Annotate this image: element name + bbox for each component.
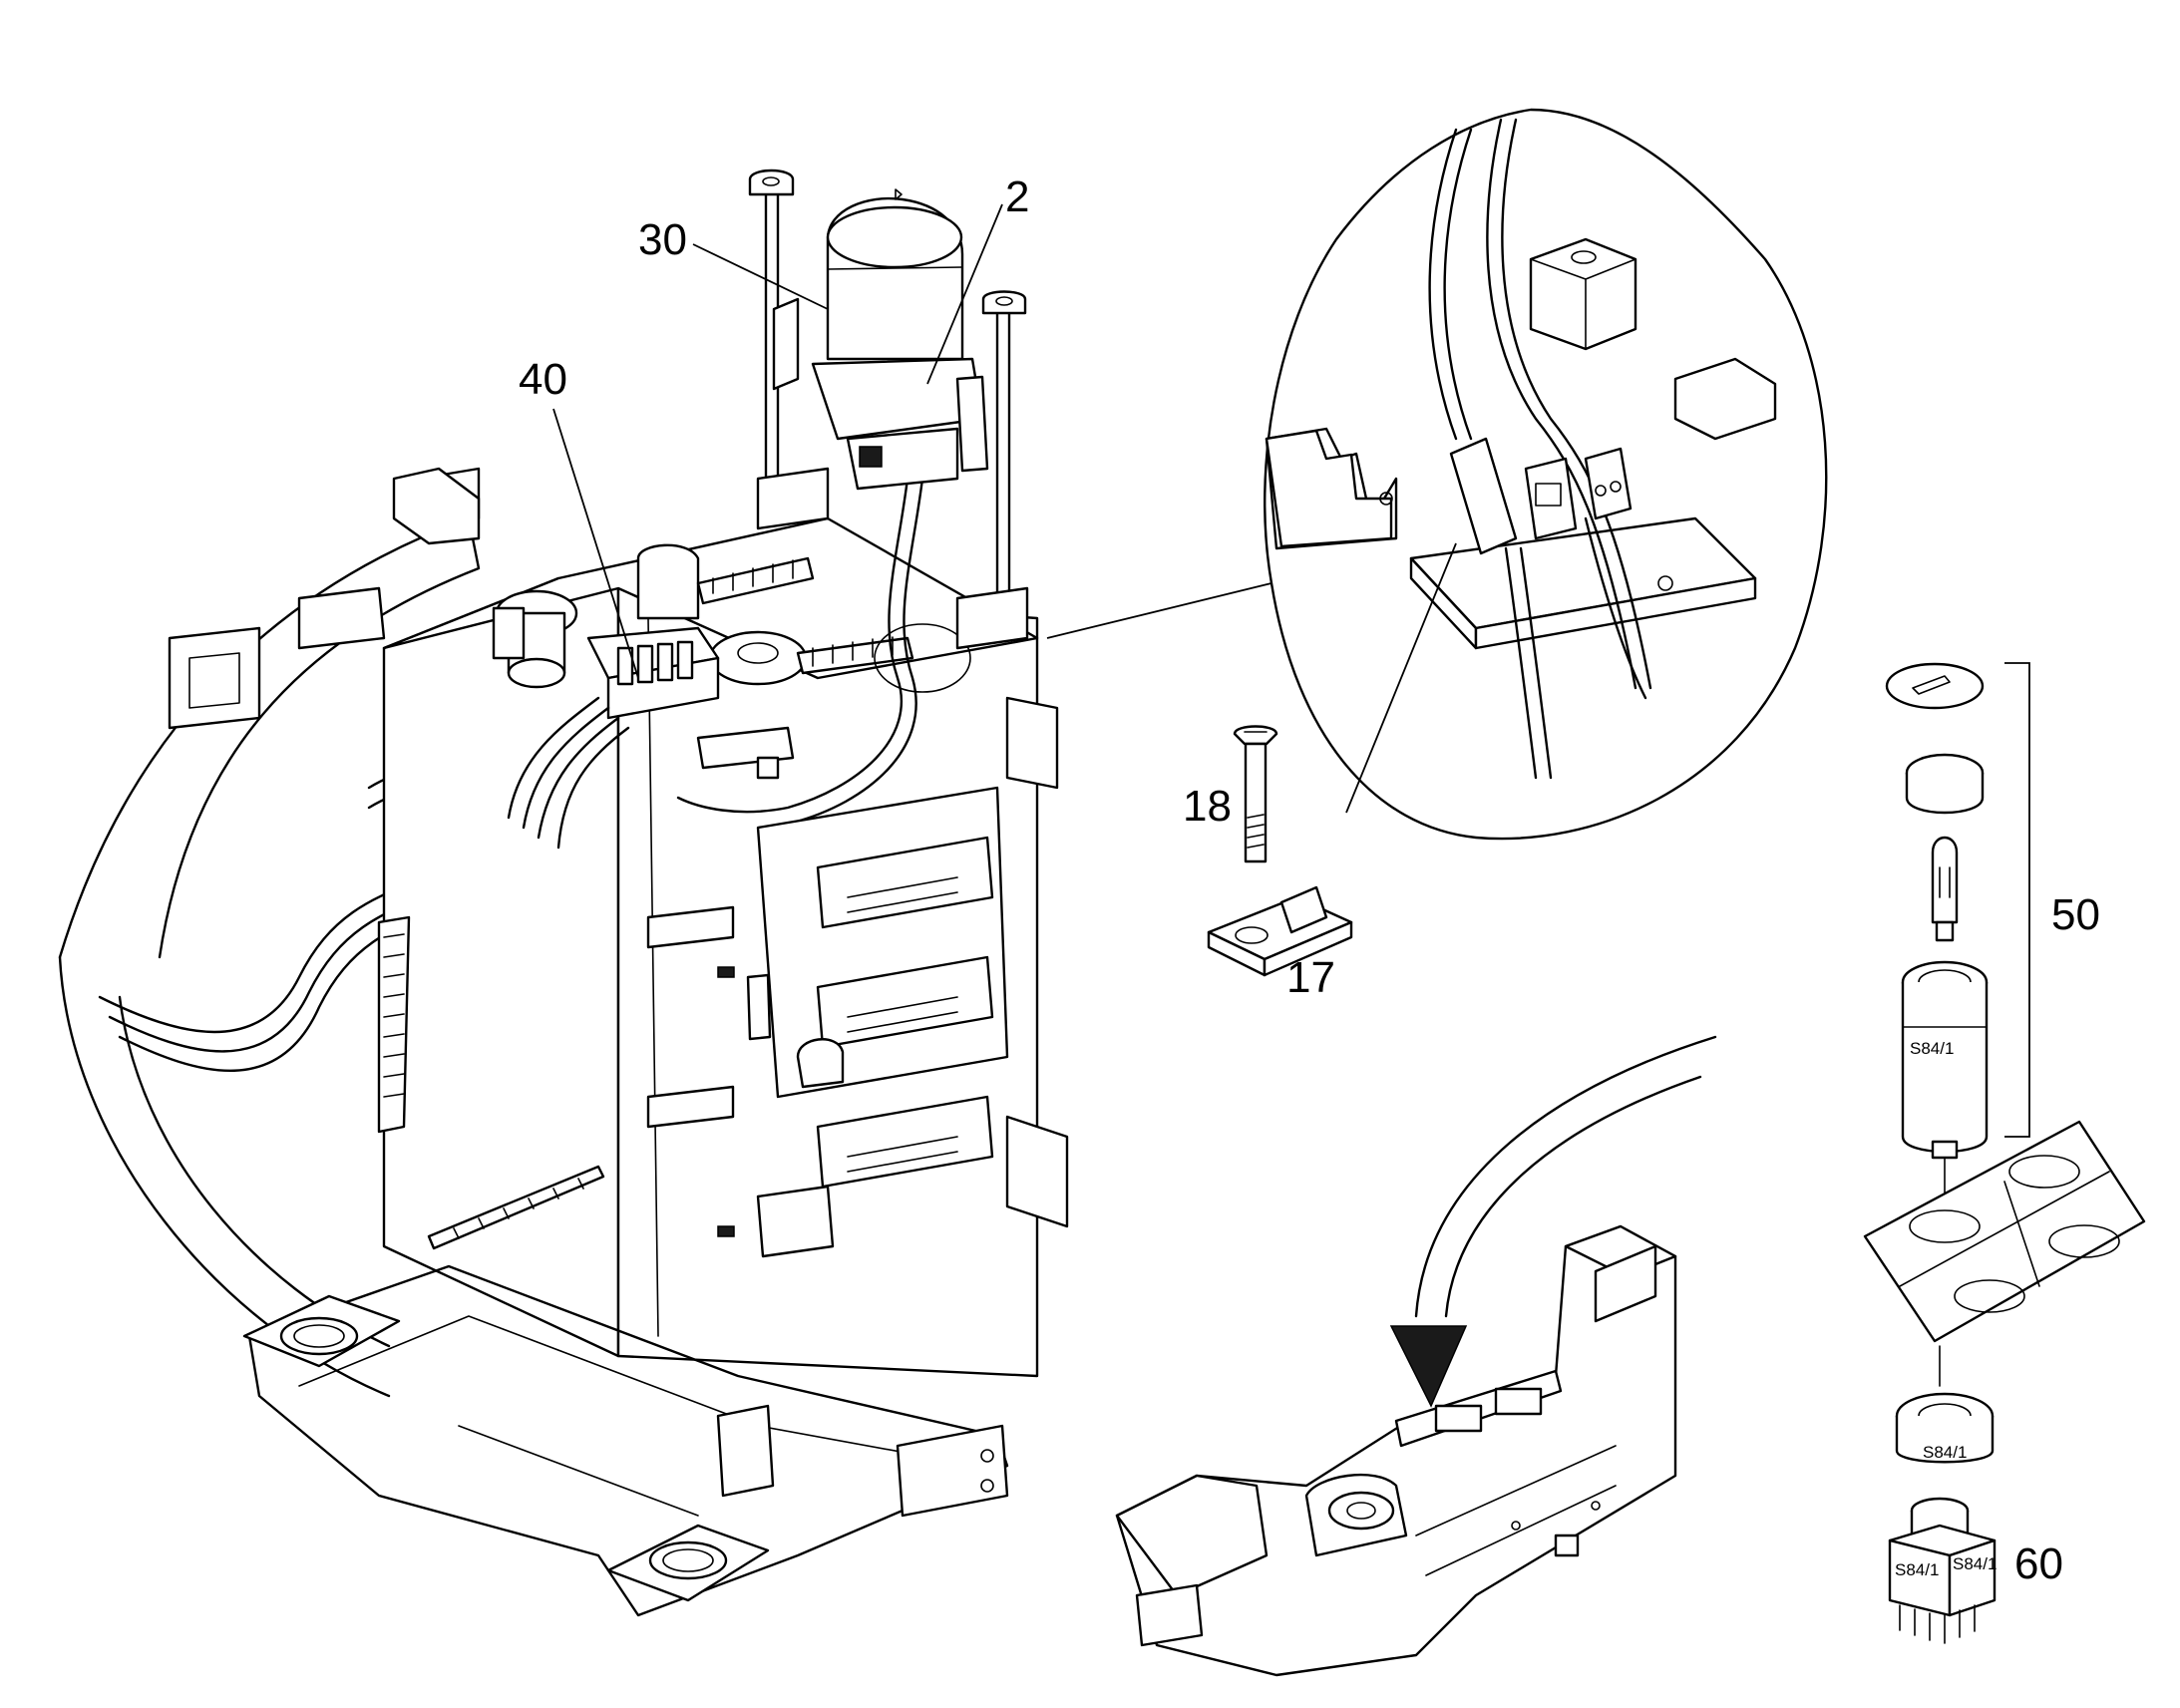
switch-label-left: S84/1	[1895, 1560, 1939, 1579]
socket-label: S84/1	[1910, 1039, 1954, 1058]
callout-60: 60	[2014, 1539, 2063, 1588]
fastener-parts-17-18	[1207, 725, 1353, 977]
ring-label: S84/1	[1923, 1443, 1967, 1462]
callout-50: 50	[2051, 890, 2100, 939]
switch-exploded-stack: S84/1 S84/1 S84/1 S84/1	[1863, 662, 2146, 1644]
callout-40: 40	[519, 355, 567, 404]
main-assembly	[58, 169, 1069, 1617]
callout-18: 18	[1183, 782, 1232, 831]
switch-label-right: S84/1	[1953, 1554, 1997, 1573]
console-location-view	[1115, 1035, 1717, 1677]
callout-2: 2	[1005, 172, 1029, 221]
callout-leaders	[552, 203, 1003, 679]
connector-detail-view	[1046, 108, 1828, 841]
callout-30: 30	[638, 215, 687, 264]
